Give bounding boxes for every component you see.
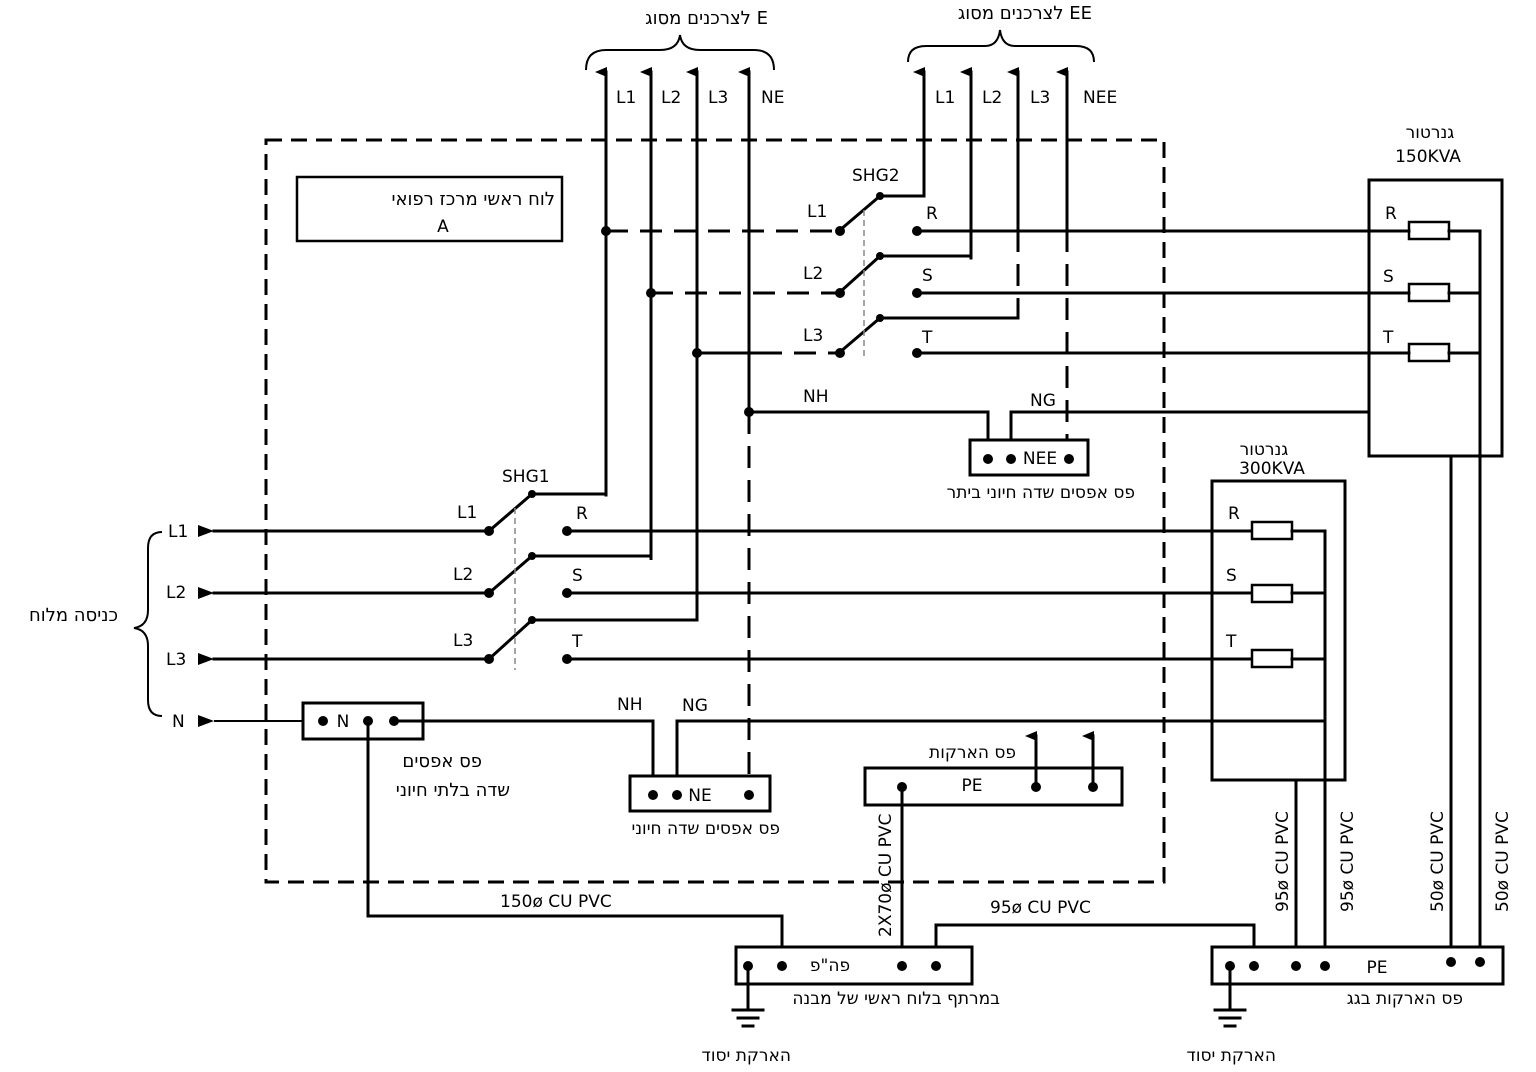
feeder-e-l2: L2 — [661, 88, 681, 108]
panel-subtitle: A — [437, 217, 449, 237]
incoming-l2: L2 — [166, 583, 186, 603]
shg1-out-t: T — [571, 632, 583, 652]
feeder-ee-l1: L1 — [935, 88, 955, 108]
ground-right-label: הארקת יסוד — [1187, 1046, 1276, 1066]
consumers-ee-feeders: L1 L2 L3 NEE — [913, 67, 1117, 232]
generator-150kva: גנרטור 150KVA R S T — [1367, 123, 1504, 964]
shg2-in-l2: L2 — [803, 264, 823, 284]
ne-bar-label: NE — [688, 786, 711, 806]
incoming-label: כניסה מלוח — [29, 605, 118, 626]
gen300-t: T — [1225, 632, 1237, 652]
shg1-switch: SHG1 L1 L2 L3 R S T — [453, 467, 699, 670]
shg1-in-l1: L1 — [457, 503, 477, 523]
cable-95a: 95ø CU PVC — [990, 898, 1091, 918]
ng-label-bottom: NG — [682, 696, 708, 716]
consumers-e-feeders: L1 L2 L3 NE — [595, 67, 784, 602]
shg2-in-l3: L3 — [803, 326, 823, 346]
incoming-n: N — [172, 712, 185, 732]
ground-left: הארקת יסוד — [702, 964, 791, 1066]
consumers-e-brace — [585, 34, 775, 71]
gen300-title: גנרטור — [1240, 440, 1289, 460]
shg2-in-l1: L1 — [807, 202, 827, 222]
shg1-name: SHG1 — [502, 467, 550, 487]
n-bar: N פס אפסים שדה בלתי חיוני — [301, 701, 510, 801]
shg1-out-s: S — [572, 566, 583, 586]
gen150-r: R — [1385, 204, 1397, 224]
basement-bar-caption: במרתף בלוח ראשי של מבנה — [792, 989, 1000, 1009]
shg1-out-r: R — [576, 504, 588, 524]
gen300-rating: 300KVA — [1239, 459, 1305, 479]
feeder-e-l3: L3 — [708, 88, 728, 108]
pe-bar: פס הארקות PE — [863, 731, 1124, 807]
nee-bar-caption: פס אפסים שדה חיוני ביתר — [947, 483, 1135, 503]
gen150-t: T — [1382, 328, 1394, 348]
roof-bar: PE פס הארקות בגג — [1210, 945, 1505, 1009]
panel-title-box: לוח ראשי מרכז רפואי A — [295, 175, 564, 243]
shg2-out-r: R — [926, 204, 938, 224]
shg2-out-s: S — [922, 266, 933, 286]
shg2-switch: SHG2 L1 L2 L3 R S T — [803, 166, 1020, 358]
nh-label-bottom: NH — [617, 695, 643, 715]
gen150-title: גנרטור — [1406, 123, 1455, 143]
n-bar-caption-2: שדה בלתי חיוני — [396, 780, 510, 801]
gen150-rating: 150KVA — [1395, 147, 1461, 167]
gen300-r: R — [1228, 504, 1240, 524]
feeder-e-l1: L1 — [616, 88, 636, 108]
cable-95b: 95ø CU PVC — [1273, 811, 1293, 912]
shg1-in-l2: L2 — [453, 565, 473, 585]
nee-bar-label: NEE — [1023, 449, 1057, 469]
feeder-ee-nee: NEE — [1083, 88, 1117, 108]
shg2-name: SHG2 — [852, 166, 900, 186]
feeder-e-ne: NE — [761, 88, 784, 108]
cable-50a: 50ø CU PVC — [1428, 811, 1448, 912]
cable-50b: 50ø CU PVC — [1493, 811, 1513, 912]
cable-95c: 95ø CU PVC — [1338, 811, 1358, 912]
shg1-in-l3: L3 — [453, 631, 473, 651]
ground-left-label: הארקת יסוד — [702, 1046, 791, 1066]
ne-bar: NE פס אפסים שדה חיוני — [628, 774, 780, 839]
gen150-s: S — [1383, 267, 1394, 287]
incoming-l1: L1 — [168, 522, 188, 542]
cable-2x70: 2X70ø CU PVC — [876, 814, 896, 937]
incoming-brace — [133, 531, 163, 717]
consumers-ee-label: לצרכנים מסוג EE — [958, 3, 1092, 24]
feeder-ee-l2: L2 — [982, 88, 1002, 108]
feeder-ee-l3: L3 — [1030, 88, 1050, 108]
nh-label-top: NH — [803, 387, 829, 407]
cable-150: 150ø CU PVC — [500, 892, 612, 912]
panel-title: לוח ראשי מרכז רפואי — [391, 189, 555, 210]
nee-bar: NEE פס אפסים שדה חיוני ביתר — [947, 438, 1135, 503]
gen300-s: S — [1226, 566, 1237, 586]
roof-bar-label: PE — [1367, 958, 1388, 978]
generator-300kva: גנרטור 300KVA R S T — [1210, 440, 1347, 967]
n-bar-label: N — [337, 712, 350, 732]
pe-bar-label: PE — [962, 776, 983, 796]
ng-label-top: NG — [1030, 391, 1056, 411]
basement-bar-label: פה"פ — [810, 956, 850, 976]
panel-boundary — [264, 138, 1166, 884]
consumers-e-label: לצרכנים מסוג E — [645, 8, 768, 29]
ne-bar-caption: פס אפסים שדה חיוני — [631, 819, 780, 839]
n-bar-caption-1: פס אפסים — [402, 751, 482, 772]
consumers-ee-brace — [907, 29, 1095, 63]
ground-right: הארקת יסוד — [1187, 964, 1276, 1066]
roof-bar-caption: פס הארקות בגג — [1347, 989, 1463, 1009]
pe-bar-caption: פס הארקות — [929, 743, 1016, 763]
incoming-l3: L3 — [166, 650, 186, 670]
basement-bar: פה"פ במרתף בלוח ראשי של מבנה — [734, 945, 1000, 1009]
shg2-out-t: T — [921, 328, 933, 348]
